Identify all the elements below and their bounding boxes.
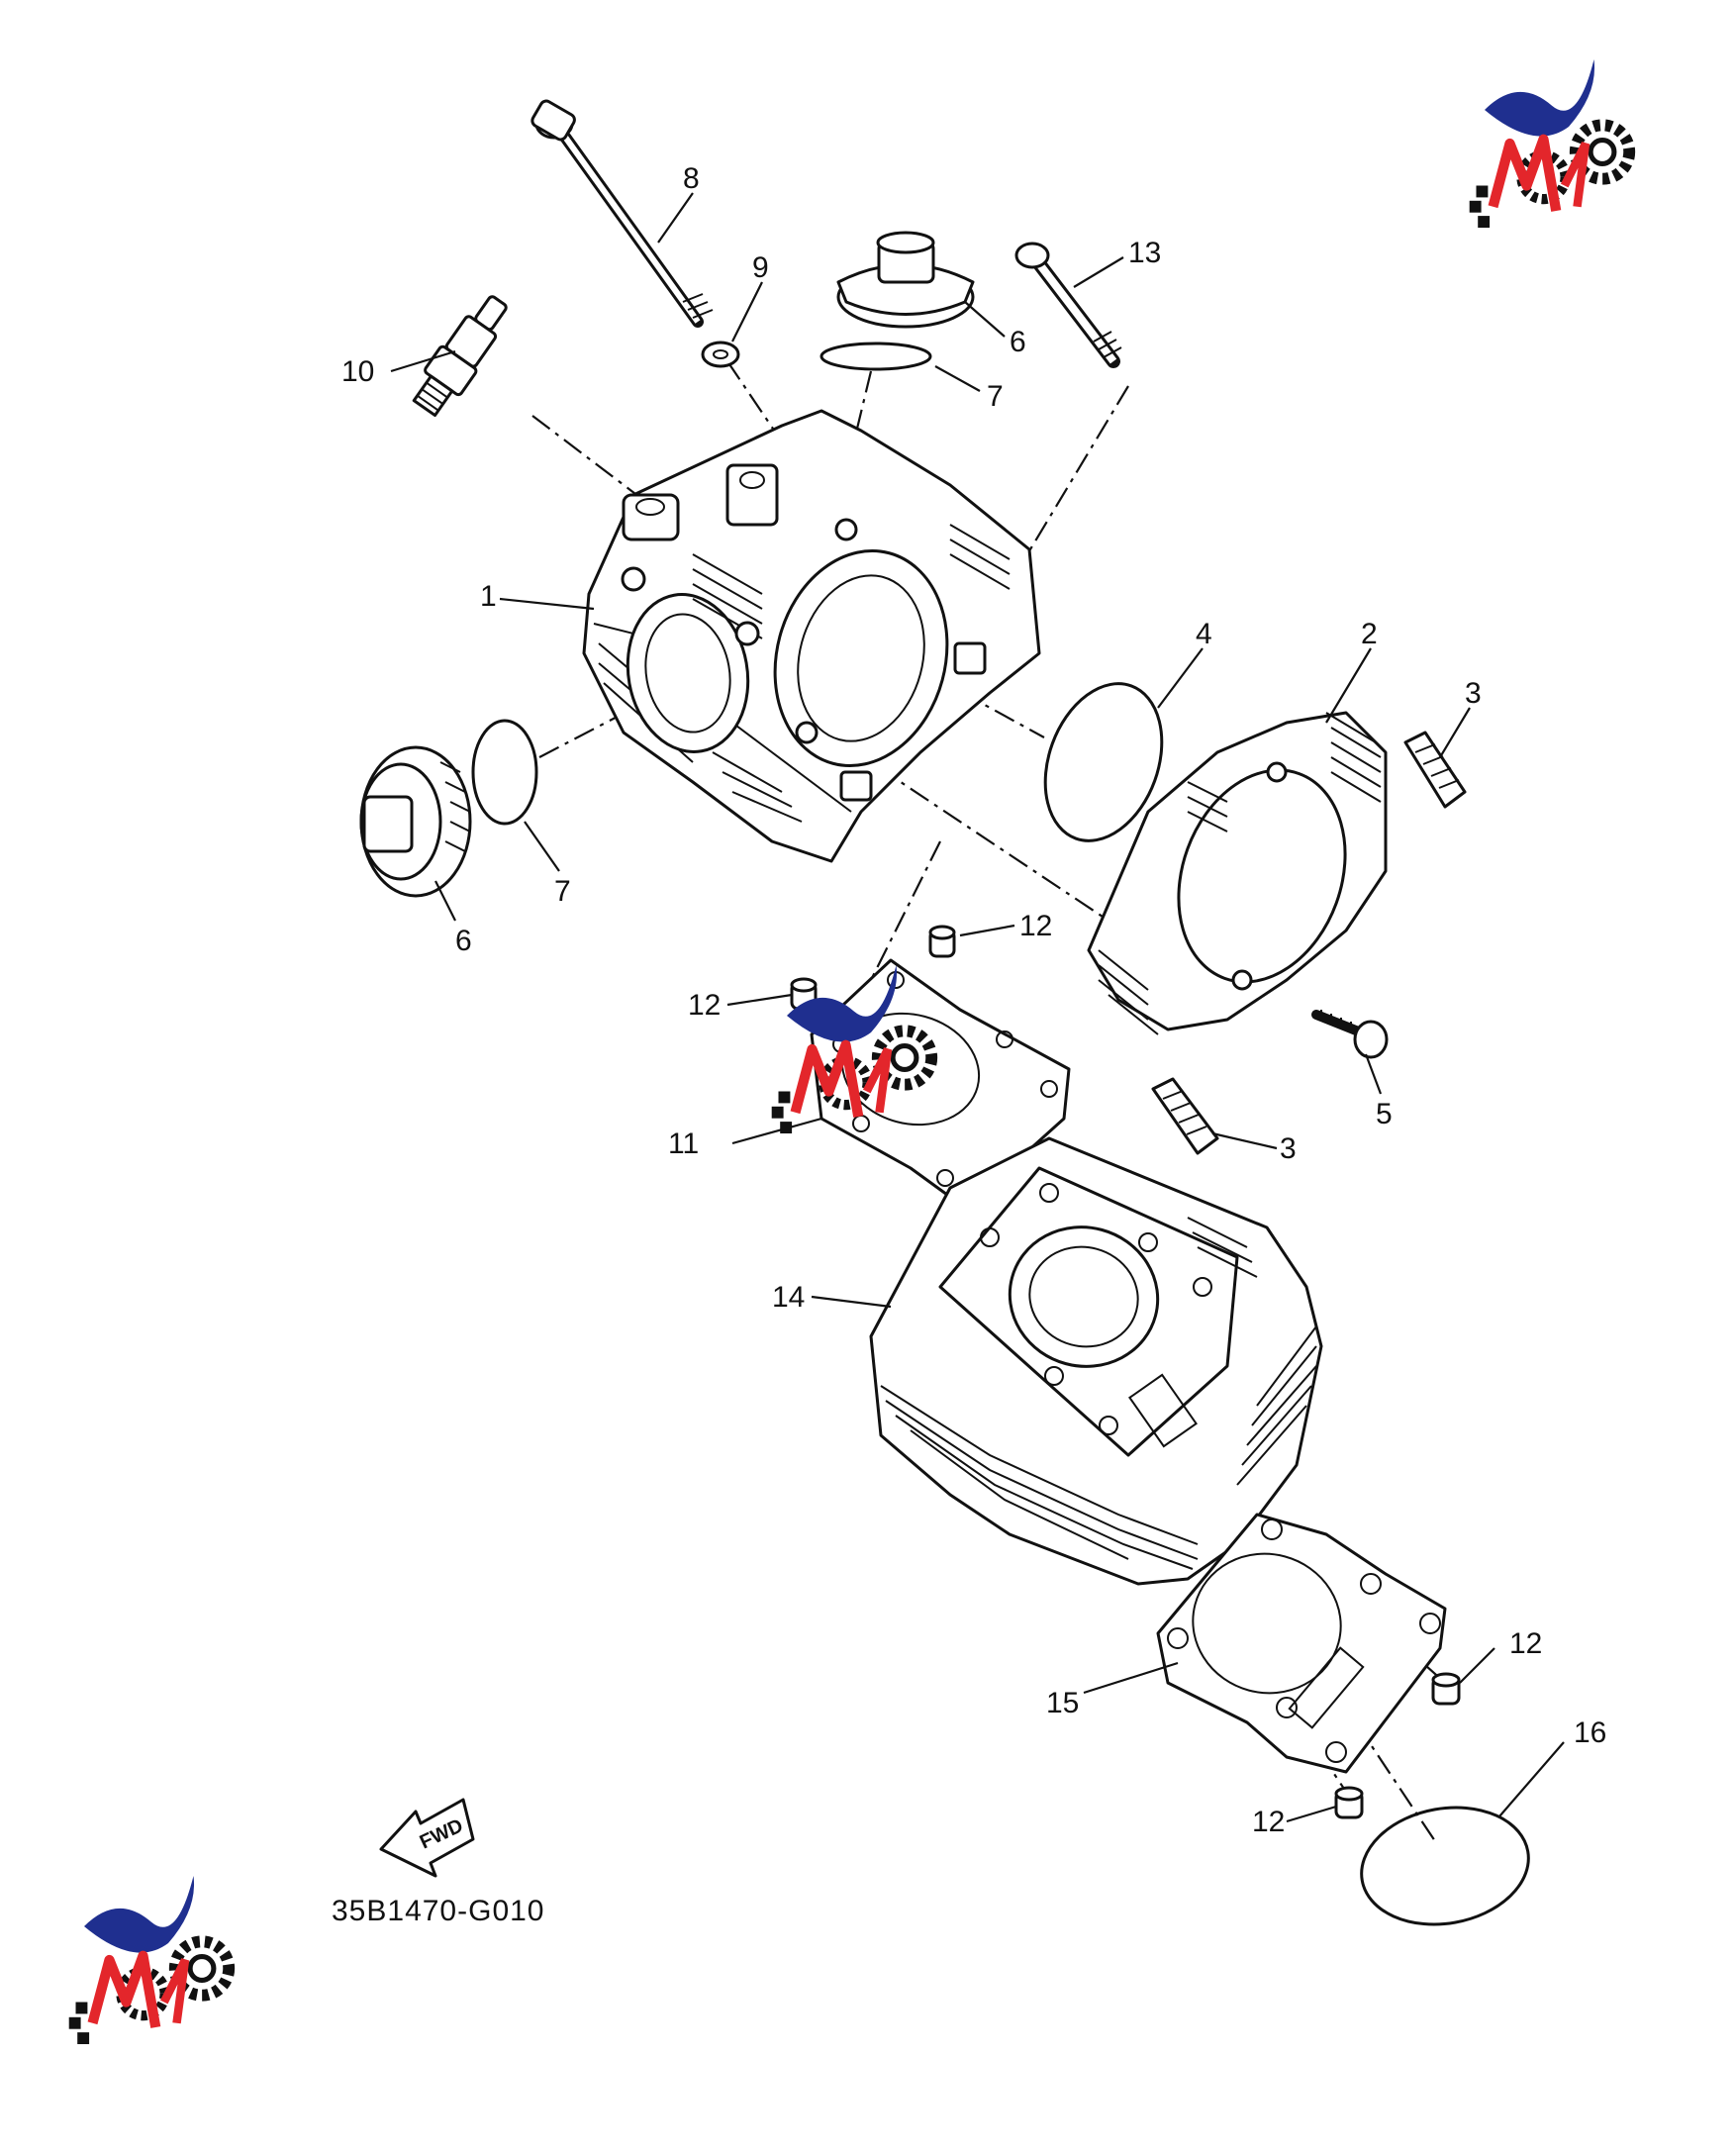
- watermark-logo-top-right: [1470, 59, 1630, 228]
- part-code: 35B1470-G010: [332, 1895, 545, 1927]
- callout-15: 15: [1046, 1687, 1079, 1719]
- callout-11: 11: [668, 1127, 699, 1160]
- watermark-logo-bottom-left: [69, 1876, 230, 2044]
- callout-12-d: 12: [1252, 1806, 1285, 1838]
- dowel-12-a: [928, 925, 956, 958]
- bolt-13: [1014, 242, 1122, 368]
- dowel-12-c: [1431, 1672, 1461, 1706]
- spark-plug-10: [412, 295, 508, 418]
- bolt-8: [530, 99, 714, 328]
- callout-labels: 1 2 3 3 4 5 6 6 7 7 8 9 10 11 12 12 12 1…: [341, 162, 1606, 1838]
- callout-6-left: 6: [455, 925, 472, 957]
- cylinder-block-14: [869, 1136, 1323, 1586]
- callout-14: 14: [772, 1281, 805, 1314]
- o-ring-16: [1360, 1806, 1530, 1926]
- callout-4: 4: [1196, 618, 1212, 650]
- head-cover-2: [1087, 711, 1388, 1035]
- bolt-5: [1311, 1010, 1389, 1059]
- callout-2: 2: [1361, 618, 1378, 650]
- callout-5: 5: [1376, 1098, 1393, 1130]
- callout-8: 8: [683, 162, 700, 195]
- tappet-cover-6-top: [836, 231, 975, 329]
- base-gasket-15: [1156, 1513, 1447, 1774]
- callout-12-b: 12: [688, 989, 721, 1022]
- o-ring-7-left: [471, 719, 538, 826]
- callout-9: 9: [752, 251, 769, 284]
- callout-12-c: 12: [1509, 1627, 1542, 1660]
- callout-13: 13: [1128, 237, 1161, 269]
- callout-3-top: 3: [1465, 677, 1482, 710]
- callout-6-top: 6: [1010, 326, 1026, 358]
- cylinder-head-1: [582, 409, 1041, 863]
- callout-10: 10: [341, 355, 374, 388]
- callout-12-a: 12: [1019, 910, 1052, 942]
- fwd-arrow-icon: FWD: [379, 1798, 475, 1878]
- callout-leaders: [390, 192, 1565, 1823]
- callout-7-top: 7: [987, 380, 1004, 413]
- o-ring-7-top: [819, 342, 932, 371]
- damper-3-bottom: [1151, 1077, 1219, 1155]
- callout-1: 1: [480, 580, 497, 613]
- callout-7-left: 7: [554, 875, 571, 908]
- dowel-12-d: [1334, 1786, 1364, 1819]
- callout-3-bottom: 3: [1280, 1132, 1297, 1165]
- washer-9: [701, 341, 740, 368]
- callout-16: 16: [1574, 1716, 1606, 1749]
- damper-3-top: [1403, 731, 1467, 809]
- o-ring-4: [1043, 682, 1164, 842]
- tappet-cover-6-left: [359, 745, 472, 898]
